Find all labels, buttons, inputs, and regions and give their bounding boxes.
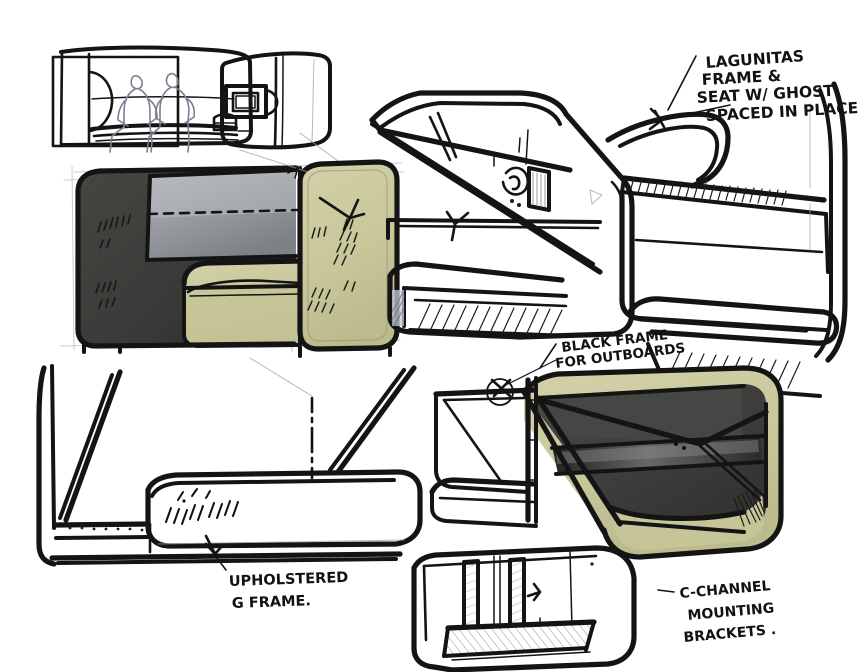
scribble-marks-dark (95, 214, 131, 309)
c-channel-note-line-1: C-CHANNEL (679, 578, 771, 602)
annotation-leaders (204, 55, 731, 593)
detail-speaker-cluster (493, 129, 551, 212)
upholstered-note-line-1: UPHOLSTERED (229, 570, 349, 590)
perspective-frame-open (369, 90, 635, 340)
hatch-burst-right (733, 487, 765, 527)
thumb-sofa-with-figures (51, 45, 253, 153)
figure-seated-right (146, 72, 196, 153)
side-elevation-g-frame (36, 357, 423, 567)
c-channel-bracket-left (462, 559, 480, 631)
bracket-detail (429, 359, 557, 528)
lagunitas-note-line-2: FRAME & (701, 67, 781, 89)
c-channel-frame (411, 545, 637, 672)
figure-seated-left (109, 75, 158, 153)
scribble-marks-side (165, 488, 239, 525)
c-channel-note-line-3: BRACKETS . (683, 622, 777, 646)
plinth-dots (68, 526, 144, 532)
thumb-cube-module (220, 51, 343, 165)
hatch-seat-top (629, 177, 787, 206)
upholstered-note-line-2: G FRAME. (232, 593, 312, 612)
main-colored-sofa (59, 149, 405, 358)
c-channel-note-line-2: MOUNTING (687, 600, 775, 624)
c-channel-bracket-right (508, 557, 526, 629)
scribble-marks-olive (307, 218, 358, 314)
hatch-lower-front (417, 303, 563, 336)
annotation-c-channel-note: C-CHANNEL MOUNTING BRACKETS . (679, 578, 777, 646)
dark-interior-module (429, 359, 784, 560)
annotation-upholstered-g-frame-note: UPHOLSTERED G FRAME. (229, 570, 349, 612)
